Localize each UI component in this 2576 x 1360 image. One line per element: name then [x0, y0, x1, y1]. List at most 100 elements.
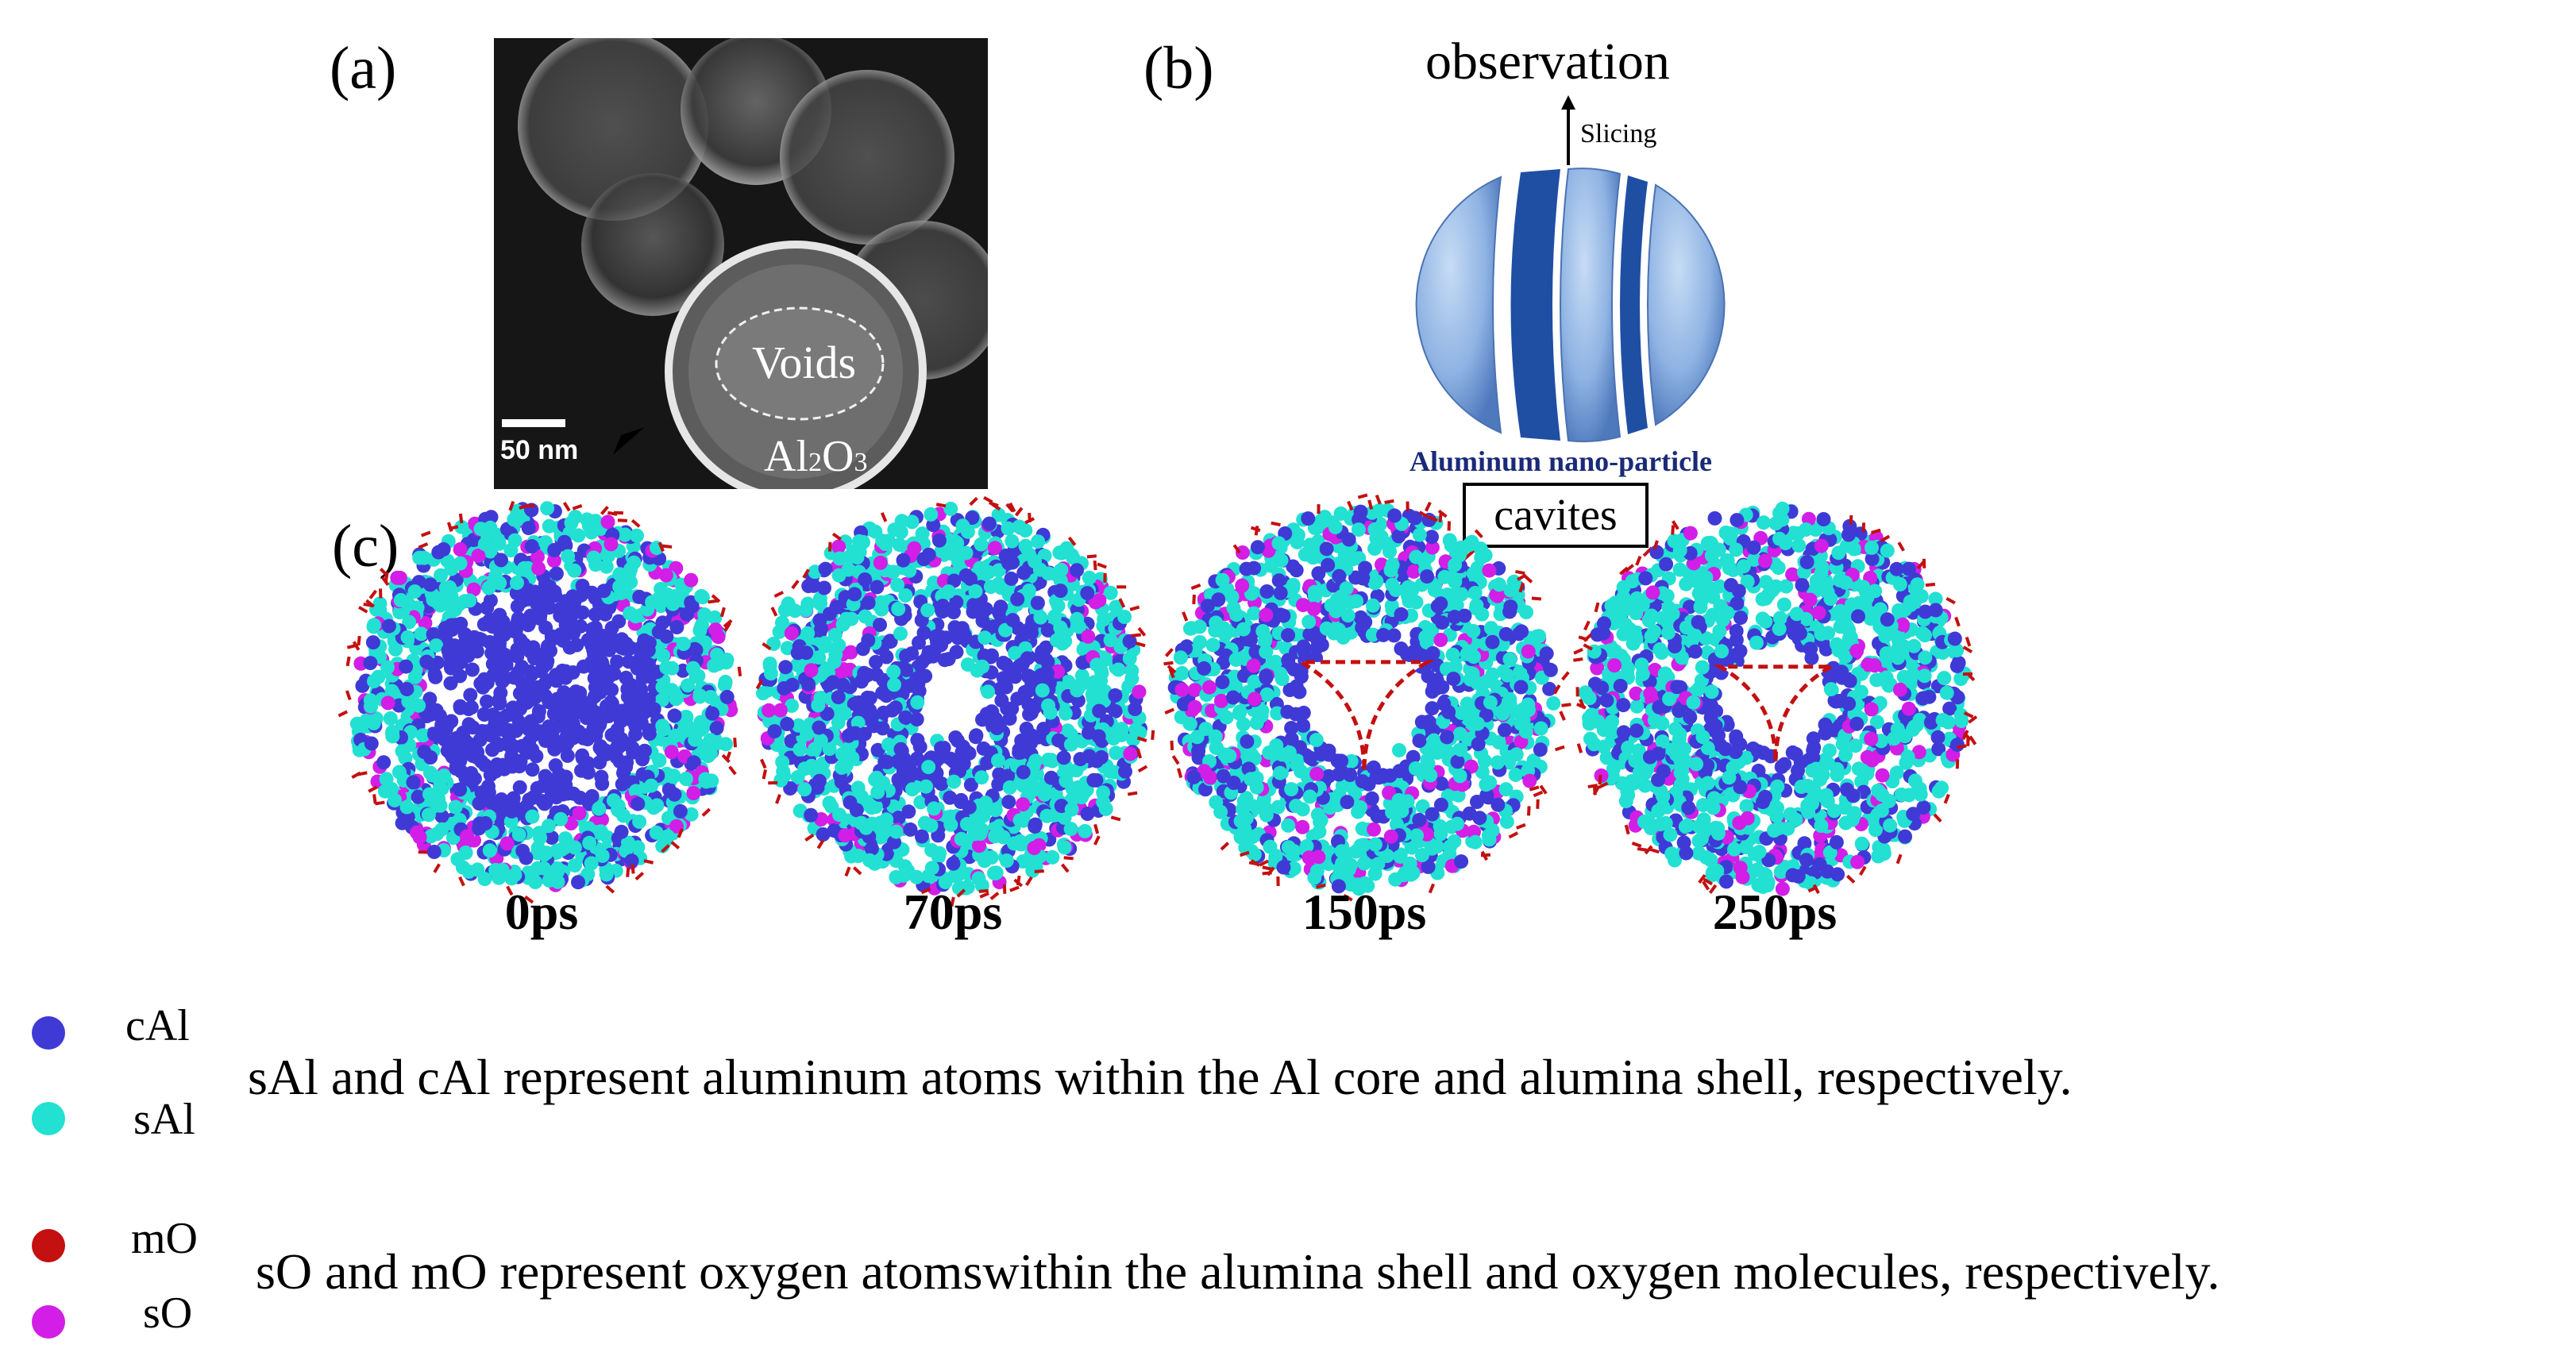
atom — [548, 588, 563, 603]
atom — [682, 605, 697, 620]
atom — [921, 869, 936, 884]
atom — [1596, 722, 1611, 738]
atom — [1286, 529, 1301, 544]
atom — [1273, 666, 1288, 681]
atom — [1199, 758, 1214, 772]
atom — [400, 810, 415, 825]
atom — [870, 568, 885, 583]
atom — [493, 528, 508, 543]
atom — [947, 620, 962, 635]
atom — [1330, 610, 1345, 625]
atom — [1197, 764, 1212, 779]
atom — [426, 552, 442, 567]
atom — [806, 578, 821, 593]
atom — [1252, 695, 1267, 710]
atom — [1213, 641, 1228, 657]
atom — [701, 707, 716, 722]
atom — [1016, 588, 1030, 603]
atom — [604, 727, 619, 742]
atom — [769, 738, 785, 753]
atom — [634, 607, 649, 622]
oxygen-molecule — [844, 866, 851, 877]
atom — [536, 568, 551, 584]
atom — [1114, 727, 1129, 742]
atom — [1784, 613, 1799, 628]
atom — [780, 641, 795, 656]
atom — [798, 652, 813, 667]
atom — [983, 745, 998, 761]
atom — [832, 807, 846, 823]
atom — [654, 599, 669, 614]
atom — [917, 759, 932, 774]
atom — [1502, 692, 1517, 707]
atom — [1622, 622, 1637, 637]
atom — [958, 545, 974, 561]
atom — [598, 842, 613, 857]
atom — [1282, 615, 1297, 630]
atom — [894, 819, 908, 834]
atom — [559, 715, 574, 730]
atom — [393, 601, 408, 616]
atom — [1465, 731, 1480, 746]
atom — [1219, 710, 1234, 725]
atom — [1249, 622, 1264, 638]
atom — [647, 680, 662, 695]
atom — [1419, 657, 1434, 672]
oxygen-molecule — [1424, 501, 1432, 512]
atom — [861, 633, 876, 648]
atom — [1512, 626, 1527, 641]
atom — [544, 587, 558, 602]
atom — [1793, 755, 1808, 770]
atom — [493, 685, 508, 700]
atom — [1069, 763, 1084, 778]
atom — [1041, 566, 1056, 581]
atom — [396, 772, 411, 788]
atom — [372, 759, 388, 774]
atom — [1413, 817, 1429, 831]
atom — [415, 628, 430, 643]
atom — [1891, 724, 1906, 738]
atom — [1477, 753, 1492, 769]
atom — [667, 802, 682, 817]
atom — [974, 580, 988, 595]
atom — [1239, 810, 1254, 825]
atom — [549, 846, 564, 861]
oxygen-molecule — [631, 518, 641, 528]
atom — [934, 544, 949, 558]
atom — [1333, 829, 1348, 844]
atom — [1347, 508, 1362, 523]
atom — [1326, 563, 1341, 578]
atom — [990, 744, 1005, 759]
atom — [1331, 834, 1345, 849]
atom — [662, 570, 677, 585]
atom — [1309, 549, 1325, 564]
atom — [1799, 522, 1814, 537]
atom — [1404, 840, 1419, 855]
atom — [422, 695, 437, 711]
atom — [535, 794, 550, 809]
oxygen-molecule — [1418, 510, 1429, 518]
atom — [519, 826, 534, 840]
atom — [1655, 611, 1670, 626]
atom — [852, 545, 867, 560]
atom — [1465, 834, 1480, 849]
atom — [1916, 803, 1931, 818]
atom — [1312, 748, 1327, 763]
atom — [588, 815, 604, 830]
atom — [1425, 841, 1440, 856]
atom — [894, 726, 909, 742]
atom — [1052, 545, 1067, 561]
atom — [367, 618, 381, 633]
atom — [1749, 778, 1764, 792]
atom — [661, 775, 676, 790]
oxygen-molecule — [773, 591, 785, 598]
atom — [862, 853, 877, 868]
atom — [636, 625, 651, 640]
atom — [1811, 788, 1826, 803]
atom — [875, 571, 889, 586]
atom — [1726, 603, 1741, 618]
atom — [1290, 753, 1305, 769]
atom — [403, 723, 418, 738]
atom — [1620, 784, 1635, 799]
atom — [949, 595, 964, 610]
